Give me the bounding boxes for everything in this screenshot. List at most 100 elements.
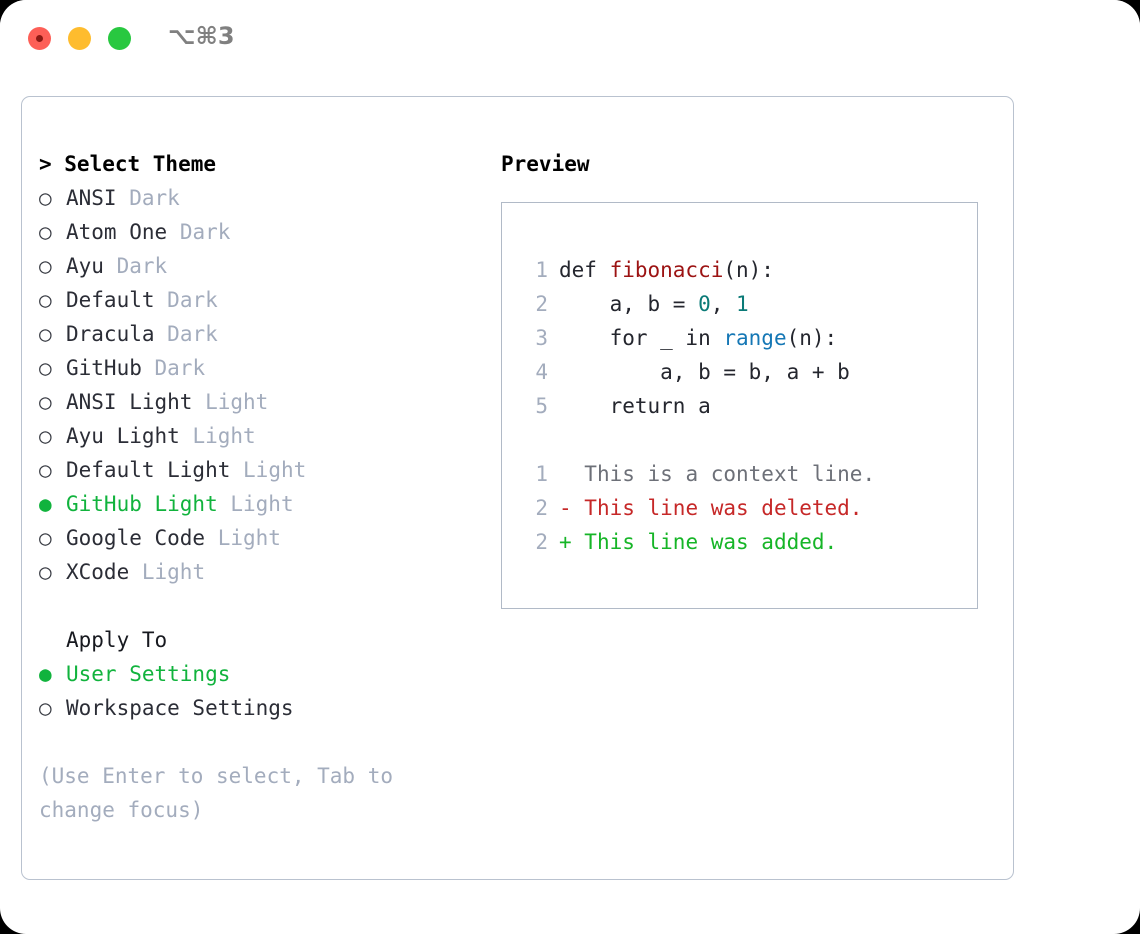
zoom-button[interactable] [108,27,131,50]
radio-unselected-icon: ○ [39,322,52,346]
theme-variant-tag: Dark [154,356,206,380]
line-number: 1 [535,258,548,282]
line-number: 5 [535,394,548,418]
code-token: a, b = b, a + b [559,360,850,384]
line-number: 4 [535,360,548,384]
radio-unselected-icon: ○ [39,186,52,210]
theme-selector-column: > Select Theme ○ANSI Dark○Atom One Dark○… [39,147,499,827]
code-token: for _ in [559,326,724,350]
theme-item[interactable]: ○ Default Dark [39,283,499,317]
radio-selected-icon: ● [39,492,52,516]
theme-item[interactable]: ○Ayu Dark [39,249,499,283]
minimize-button[interactable] [68,27,91,50]
radio-unselected-icon: ○ [39,526,52,550]
code-token: def [559,258,610,282]
apply-to-option-label: Workspace Settings [66,696,294,720]
code-token: 1 [736,292,749,316]
diff-line: 2 + This line was added. [520,525,977,559]
diff-text: This line was deleted. [584,496,863,520]
theme-variant-tag: Light [205,390,269,414]
theme-item[interactable]: ○ ANSI Dark [39,181,499,215]
apply-to-option-label: User Settings [66,662,231,686]
theme-name: Dracula [66,322,155,346]
line-number: 2 [535,292,548,316]
help-text: (Use Enter to select, Tab to change focu… [39,764,394,822]
code-line: 5 return a [520,389,977,423]
radio-unselected-icon: ○ [39,696,52,720]
select-theme-header: > Select Theme [39,152,217,176]
theme-name: ANSI Light [66,390,193,414]
radio-unselected-icon: ○ [39,254,52,278]
code-token: (n): [786,326,838,350]
radio-unselected-icon: ○ [39,560,52,584]
theme-name: GitHub [66,356,142,380]
radio-unselected-icon: ○ [39,458,52,482]
preview-title: Preview [501,152,590,176]
diff-marker: - [559,496,585,520]
theme-variant-tag: Light [141,560,206,584]
radio-unselected-icon: ○ [39,288,52,312]
diff-text: This is a context line. [584,462,876,486]
theme-variant-tag: Light [243,458,307,482]
apply-to-option[interactable]: ●User Settings [39,657,499,691]
code-line: 4 a, b = b, a + b [520,355,977,389]
title-bar: ⌥⌘3 [0,0,1140,78]
main-panel: > Select Theme ○ANSI Dark○Atom One Dark○… [21,96,1014,880]
theme-item[interactable]: ○Atom One Dark [39,215,499,249]
line-number: 3 [535,326,548,350]
list-spacer [39,589,499,623]
theme-name: Default [66,288,155,312]
theme-item[interactable]: ○ Dracula Dark [39,317,499,351]
diff-text: This line was added. [584,530,838,554]
theme-item[interactable]: ○Default Light Light [39,453,499,487]
code-token: 0 [698,292,711,316]
radio-unselected-icon: ○ [39,356,52,380]
theme-item[interactable]: ○ GitHub Dark [39,351,499,385]
radio-unselected-icon: ○ [39,220,52,244]
line-number: 2 [535,496,548,520]
theme-item[interactable]: ○XCode Light [39,555,499,589]
apply-to-label: Apply To [66,628,168,652]
diff-line: 1 This is a context line. [520,457,977,491]
apply-to-option[interactable]: ○ Workspace Settings [39,691,499,725]
theme-item[interactable]: ● GitHub Light Light [39,487,499,521]
close-button[interactable] [28,27,51,50]
diff-line: 2- This line was deleted. [520,491,977,525]
theme-variant-tag: Light [217,526,281,550]
theme-name: Google Code [66,526,206,550]
theme-item[interactable]: ○ANSI Light Light [39,385,499,419]
code-token: range [723,326,787,350]
theme-item[interactable]: ○ Google Code Light [39,521,499,555]
diff-marker: + [559,530,585,554]
theme-list[interactable]: ○ANSI Dark○Atom One Dark○Ayu Dark○Defaul… [39,181,499,589]
theme-variant-tag: Dark [116,254,168,278]
diff-marker [559,462,584,486]
theme-variant-tag: Dark [167,322,218,346]
keyboard-shortcut-label: ⌥⌘3 [168,22,235,50]
code-diff-gap [520,423,977,457]
theme-name: GitHub Light [66,492,218,516]
diff-sample: 1 This is a context line.2- This line wa… [520,457,977,559]
code-token: , [710,292,737,316]
apply-to-options[interactable]: ●User Settings ○ Workspace Settings [39,657,499,725]
theme-item[interactable]: ○ Ayu Light Light [39,419,499,453]
radio-unselected-icon: ○ [39,424,52,448]
code-token: return a [559,394,711,418]
code-token: a, b = [559,292,699,316]
code-token: (n): [723,258,774,282]
theme-variant-tag: Dark [167,288,218,312]
code-line: 1 def fibonacci(n): [520,253,977,287]
theme-name: Atom One [66,220,168,244]
theme-variant-tag: Light [230,492,294,516]
theme-variant-tag: Light [192,424,256,448]
code-token: fibonacci [609,258,724,282]
code-line: 2 a, b = 0, 1 [520,287,977,321]
theme-name: Ayu Light [66,424,180,448]
theme-variant-tag: Dark [129,186,180,210]
theme-name: ANSI [66,186,117,210]
line-number: 2 [535,530,548,554]
